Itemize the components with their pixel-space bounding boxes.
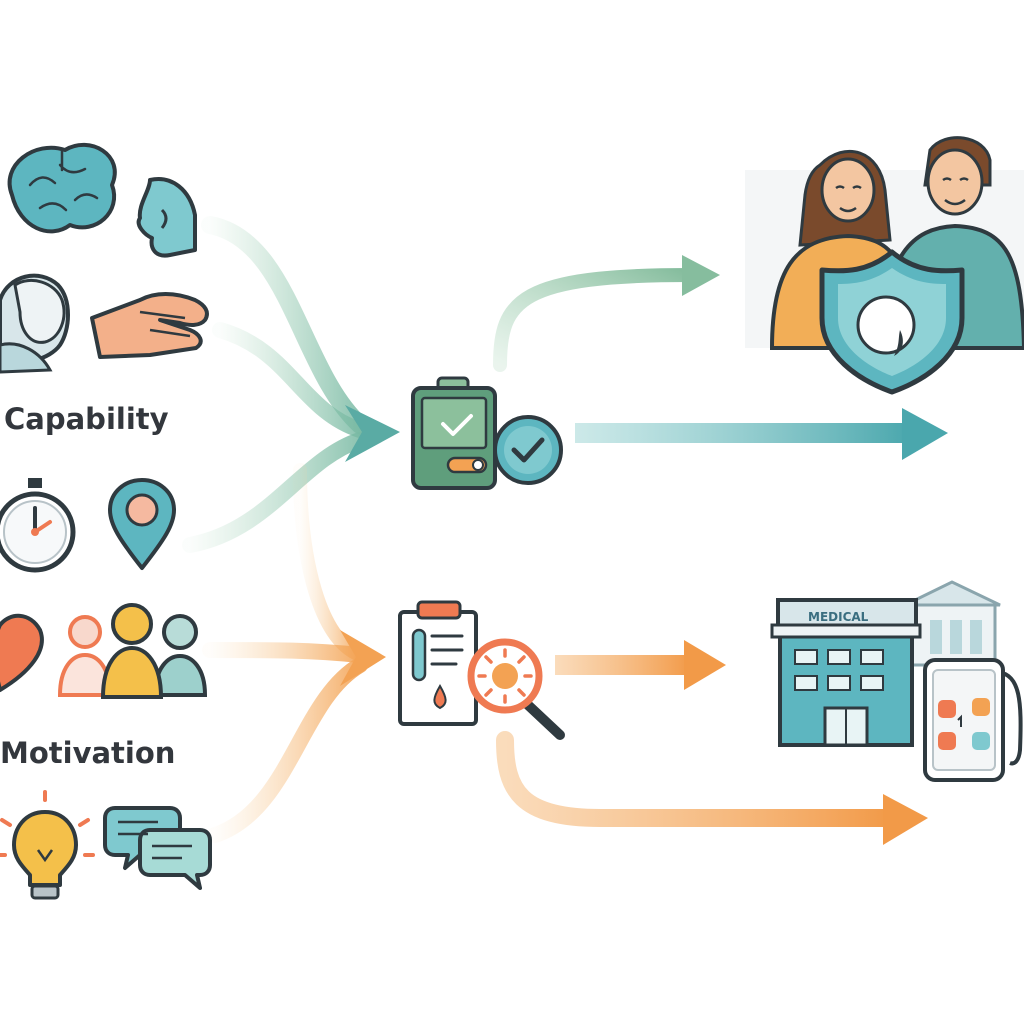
astronaut-head-icon bbox=[0, 273, 70, 374]
brain-icon bbox=[7, 143, 117, 234]
location-pin-icon bbox=[108, 478, 176, 570]
health-app-icon bbox=[923, 658, 1023, 782]
arrow-up-to-couple bbox=[493, 268, 697, 372]
arrowhead-capability bbox=[345, 405, 400, 462]
arrowhead-orange bbox=[684, 640, 726, 690]
stream-cross-down bbox=[293, 463, 367, 662]
arrow-orange-shaft bbox=[555, 655, 690, 675]
arrowhead-motivation bbox=[340, 630, 386, 686]
hospital-icon: MEDICAL bbox=[770, 580, 1001, 747]
capability-label: Capability bbox=[4, 402, 169, 436]
clipboard-icon bbox=[398, 600, 478, 726]
flow-streams bbox=[182, 216, 369, 843]
arrowhead-up bbox=[682, 255, 720, 296]
chat-bubbles-icon bbox=[103, 806, 212, 890]
stopwatch-icon bbox=[0, 478, 76, 573]
magnifier-virus-icon bbox=[467, 638, 565, 740]
phone-checklist-icon bbox=[411, 376, 497, 490]
stream-motivation-bottom bbox=[207, 657, 368, 843]
check-circle-icon bbox=[493, 415, 563, 485]
output-arrows bbox=[493, 255, 948, 845]
arrowhead-bottom bbox=[883, 794, 928, 845]
hospital-sign-text: MEDICAL bbox=[808, 610, 869, 624]
arrow-teal-shaft bbox=[575, 423, 910, 443]
lightbulb-icon bbox=[0, 790, 95, 900]
head-profile-icon bbox=[136, 177, 197, 258]
stream-opportunity bbox=[182, 432, 368, 553]
arrowhead-teal bbox=[902, 408, 948, 460]
open-hand-icon bbox=[90, 292, 209, 359]
stream-motivation-top bbox=[202, 642, 368, 663]
shield-icon bbox=[819, 249, 965, 395]
stream-capability-bottom bbox=[212, 322, 368, 438]
people-group-icon bbox=[57, 603, 208, 699]
motivation-label: Motivation bbox=[0, 736, 176, 770]
stream-capability-top bbox=[201, 216, 369, 434]
heart-icon bbox=[0, 613, 44, 692]
arrow-down-bend bbox=[496, 731, 899, 827]
